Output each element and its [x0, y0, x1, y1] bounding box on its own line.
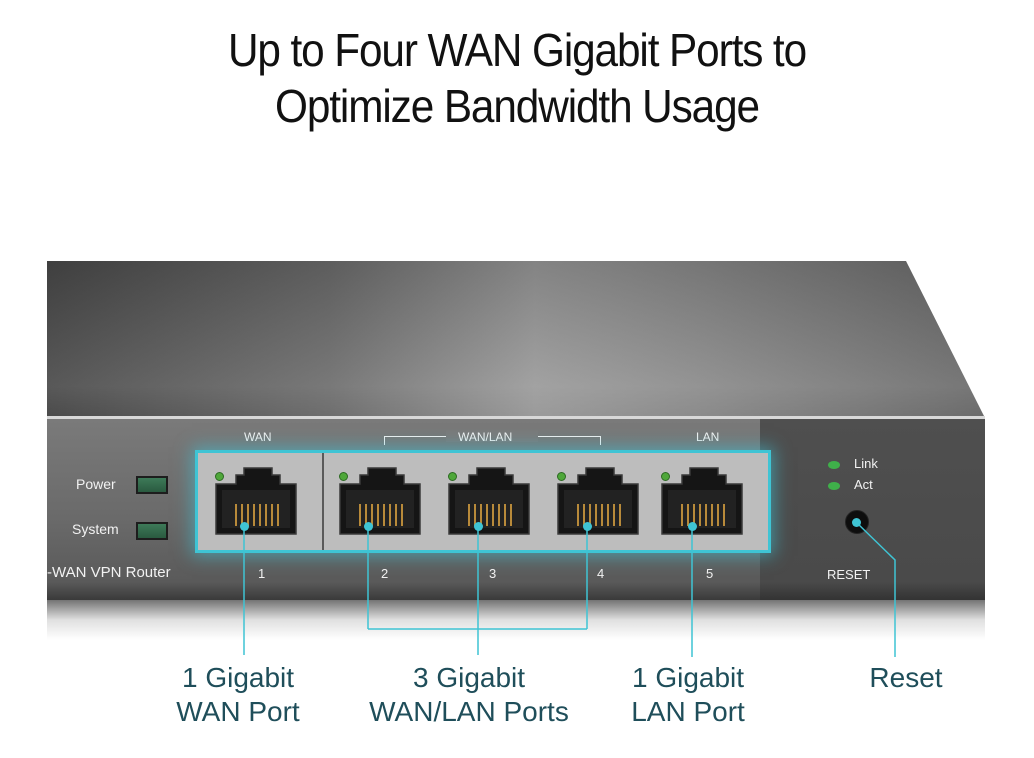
ethernet-port-4[interactable]	[554, 464, 642, 538]
ethernet-port-1[interactable]	[212, 464, 300, 538]
callout-wan-line-1: 1 Gigabit	[181, 662, 295, 693]
act-label: Act	[854, 477, 873, 492]
rj45-port-icon	[557, 467, 639, 535]
lan-group-label: LAN	[696, 430, 720, 444]
link-label: Link	[854, 456, 878, 471]
model-label: -WAN VPN Router	[47, 564, 171, 581]
callout-reset-line-1: Reset	[869, 662, 943, 693]
callout-dot-port-2	[364, 522, 373, 531]
headline-line-2: Optimize Bandwidth Usage	[275, 80, 760, 132]
callout-lan-port: 1 Gigabit LAN Port	[631, 661, 745, 729]
router-edge-highlight	[47, 416, 985, 419]
callout-wan-line-2: WAN Port	[176, 696, 300, 727]
callout-dot-port-5	[688, 522, 697, 531]
callout-wan-port: 1 Gigabit WAN Port	[176, 661, 299, 729]
act-led-icon	[828, 482, 840, 490]
port-number-5: 5	[706, 566, 714, 581]
headline: Up to Four WAN Gigabit Ports to Optimize…	[41, 22, 992, 134]
router-top-surface	[47, 261, 985, 418]
rj45-port-icon	[448, 467, 530, 535]
callout-lan-line-2: LAN Port	[631, 696, 745, 727]
callout-dot-port-3	[474, 522, 483, 531]
router-front-right-section	[760, 419, 985, 600]
panel-divider	[322, 453, 324, 550]
reset-label: RESET	[827, 567, 871, 582]
port-led-icon	[557, 472, 566, 481]
callout-lan-line-1: 1 Gigabit	[631, 662, 745, 693]
callout-reset: Reset	[869, 661, 942, 695]
rj45-port-icon	[661, 467, 743, 535]
port-number-3: 3	[489, 566, 497, 581]
link-led-icon	[828, 461, 840, 469]
callout-dot-port-1	[240, 522, 249, 531]
port-led-icon	[661, 472, 670, 481]
power-led-icon	[136, 476, 168, 494]
callout-wan-lan-line-1: 3 Gigabit	[412, 662, 526, 693]
headline-line-1: Up to Four WAN Gigabit Ports to	[227, 24, 807, 76]
port-number-1: 1	[258, 566, 266, 581]
ethernet-port-3[interactable]	[445, 464, 533, 538]
system-led-icon	[136, 522, 168, 540]
router-shadow	[47, 600, 985, 640]
port-led-icon	[448, 472, 457, 481]
system-label: System	[72, 521, 119, 537]
callout-dot-port-4	[583, 522, 592, 531]
port-led-icon	[215, 472, 224, 481]
port-number-2: 2	[381, 566, 389, 581]
port-panel	[198, 453, 768, 550]
power-label: Power	[76, 476, 116, 492]
callout-wan-lan-ports: 3 Gigabit WAN/LAN Ports	[369, 661, 569, 729]
ethernet-port-2[interactable]	[336, 464, 424, 538]
callout-dot-reset	[852, 518, 861, 527]
rj45-port-icon	[339, 467, 421, 535]
rj45-port-icon	[215, 467, 297, 535]
wan-lan-group-label: WAN/LAN	[458, 430, 513, 444]
wan-group-label: WAN	[244, 430, 272, 444]
ethernet-port-5[interactable]	[658, 464, 746, 538]
port-led-icon	[339, 472, 348, 481]
port-number-4: 4	[597, 566, 605, 581]
wan-lan-bracket-gap	[446, 430, 538, 442]
callout-wan-lan-line-2: WAN/LAN Ports	[369, 696, 569, 727]
